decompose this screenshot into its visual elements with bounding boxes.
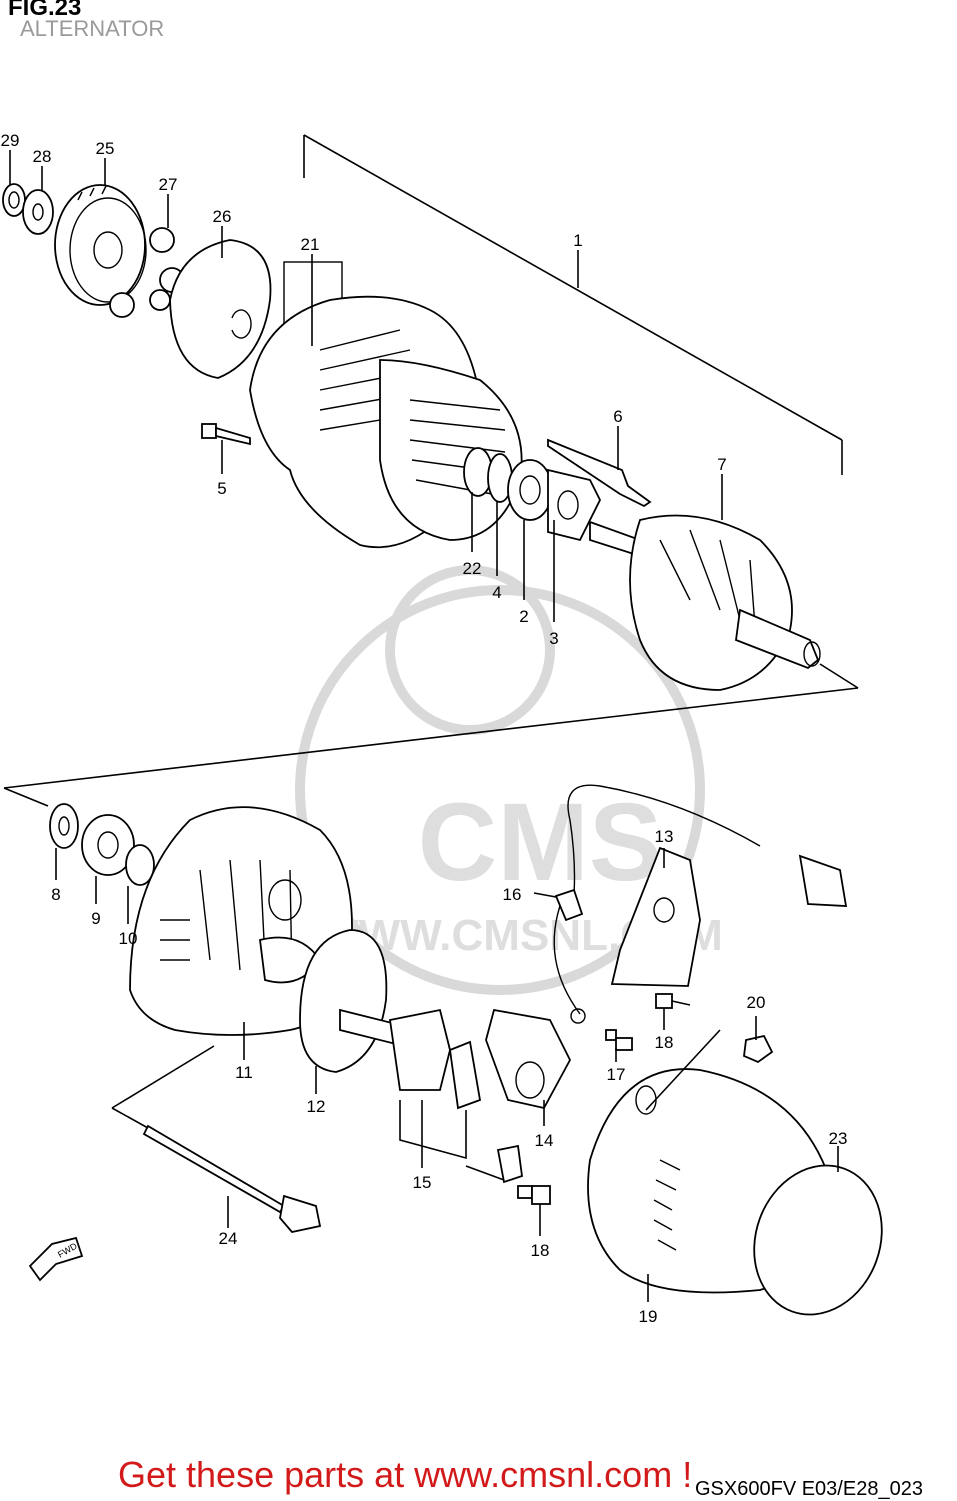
part-15-brush-holder [388,1008,482,1160]
part-25-pulley [54,184,147,306]
part-8-washer [49,803,79,849]
part-18-screw-upper [655,993,691,1009]
callout-20: 20 [747,993,766,1012]
callout-25: 25 [96,139,115,158]
callout-12: 12 [307,1097,326,1116]
part-28-washer [22,189,54,235]
part-29-nut [2,183,26,217]
part-5-bolt [201,423,251,446]
part-13-brush-plate [610,846,701,987]
callout-22: 22 [463,559,482,578]
part-3-retainer-plate [547,468,602,542]
part-24-through-bolt [142,1124,322,1233]
callout-15: 15 [413,1173,432,1192]
part-6-stud [547,438,652,508]
callout-24: 24 [219,1229,238,1248]
callout-19: 19 [639,1307,658,1326]
callout-23: 23 [829,1129,848,1148]
callout-29: 29 [1,131,20,150]
callout-11: 11 [235,1063,253,1082]
callout-7: 7 [717,455,726,474]
callout-4: 4 [492,583,501,602]
part-17-screw [605,1029,633,1051]
part-7-rotor [589,514,821,691]
callout-5: 5 [217,479,226,498]
part-front-housing [249,295,523,549]
callout-9: 9 [91,909,100,928]
parts-link-banner[interactable]: Get these parts at www.cmsnl.com ! [118,1454,693,1495]
part-20-nut [743,1034,774,1064]
part-10-cap [125,844,155,886]
callout-26: 26 [213,207,232,226]
part-26-cover-cap [169,239,272,379]
callout-2: 2 [519,607,528,626]
callout-6: 6 [613,407,622,426]
callout-labels: 1 2 3 4 5 6 7 8 9 10 11 12 13 14 15 16 1… [1,131,848,1326]
part-23-cap [753,1164,883,1316]
figure-title: ALTERNATOR [20,16,165,41]
figure-number: FIG.23 [8,0,82,21]
part-9-bearing [81,814,135,876]
callout-16: 16 [503,885,522,904]
part-14-regulator [485,1008,572,1184]
callout-13: 13 [655,827,674,846]
callout-10: 10 [119,929,138,948]
callout-17: 17 [607,1065,626,1084]
callout-3: 3 [549,629,558,648]
part-2-bearing [507,459,553,521]
watermark-brand: CMS [418,781,662,904]
callout-18-upper: 18 [655,1033,674,1052]
leader-lines [9,150,839,1302]
callout-8: 8 [51,885,60,904]
callout-14: 14 [535,1131,554,1150]
part-16-wire-lead [553,784,848,1024]
assembly-brackets [3,134,859,807]
fwd-arrow: FWD [28,1236,84,1282]
callout-18-lower: 18 [531,1241,550,1260]
model-code: GSX600FV E03/E28_023 [695,1478,923,1500]
callout-27: 27 [159,175,178,194]
part-18-screw-lower [517,1185,551,1205]
callout-28: 28 [33,147,52,166]
callout-21: 21 [301,235,320,254]
part-11-rear-housing [129,806,353,1036]
callout-1: 1 [573,231,582,250]
